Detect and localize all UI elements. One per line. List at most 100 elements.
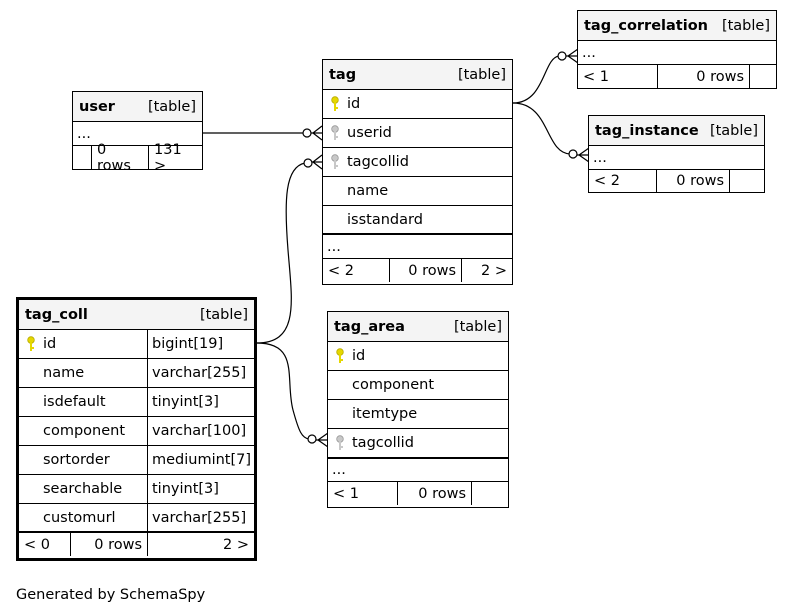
column-name: itemtype bbox=[352, 406, 418, 422]
children-count[interactable]: 2 > bbox=[147, 533, 254, 556]
table-header[interactable]: tag_instance [table] bbox=[589, 116, 764, 146]
table-type: [table] bbox=[721, 17, 770, 34]
connector-crowfoot bbox=[577, 147, 590, 163]
table-header[interactable]: tag [table] bbox=[323, 60, 512, 90]
connector-crowfoot bbox=[311, 125, 323, 141]
foreign-key-icon bbox=[323, 154, 347, 170]
table-tag-correlation[interactable]: tag_correlation [table] ... < 1 0 rows bbox=[577, 10, 777, 89]
row-count: 0 rows bbox=[656, 170, 729, 192]
table-type: [table] bbox=[709, 122, 758, 139]
connector-end-circle bbox=[568, 149, 578, 159]
connector-tag-taginstance bbox=[512, 102, 571, 155]
column-name: userid bbox=[347, 125, 392, 141]
children-count[interactable] bbox=[749, 65, 776, 88]
column-name: id bbox=[352, 348, 366, 364]
column-row[interactable]: name bbox=[323, 177, 512, 206]
primary-key-icon bbox=[19, 336, 43, 352]
column-row[interactable]: searchable tinyint[3] bbox=[19, 475, 254, 504]
table-header[interactable]: tag_coll [table] bbox=[19, 300, 254, 330]
column-row[interactable]: customurl varchar[255] bbox=[19, 504, 254, 533]
column-row[interactable]: id bigint[19] bbox=[19, 330, 254, 359]
table-name: tag_area bbox=[334, 318, 405, 335]
row-count: 0 rows bbox=[91, 142, 148, 174]
column-type: varchar[255] bbox=[152, 365, 247, 381]
column-name: tagcollid bbox=[352, 435, 414, 451]
connector-end-circle bbox=[302, 128, 312, 138]
column-name: component bbox=[352, 377, 435, 393]
column-row[interactable]: isstandard bbox=[323, 206, 512, 235]
column-name: isdefault bbox=[43, 394, 106, 410]
parents-count[interactable] bbox=[73, 146, 91, 169]
column-row[interactable]: name varchar[255] bbox=[19, 359, 254, 388]
table-header[interactable]: tag_correlation [table] bbox=[578, 11, 776, 41]
column-row[interactable]: id bbox=[328, 342, 508, 371]
table-name: tag bbox=[329, 66, 357, 83]
parents-count[interactable]: < 0 bbox=[24, 536, 50, 553]
column-type: bigint[19] bbox=[152, 336, 224, 352]
column-row[interactable]: userid bbox=[323, 119, 512, 148]
row-count: 0 rows bbox=[397, 482, 471, 505]
table-name: tag_coll bbox=[25, 306, 88, 323]
ellipsis-row: ... bbox=[328, 459, 508, 482]
column-name: sortorder bbox=[43, 452, 110, 468]
children-count[interactable] bbox=[471, 482, 508, 505]
children-count[interactable]: 2 > bbox=[461, 259, 512, 282]
primary-key-icon bbox=[328, 348, 352, 364]
table-tag-instance[interactable]: tag_instance [table] ... < 2 0 rows bbox=[588, 115, 765, 193]
column-row[interactable]: tagcollid bbox=[328, 429, 508, 459]
table-type: [table] bbox=[457, 66, 506, 83]
table-user[interactable]: user [table] ... 0 rows 131 > bbox=[72, 91, 203, 174]
connector-crowfoot bbox=[312, 154, 323, 170]
column-name: name bbox=[347, 183, 389, 199]
column-row[interactable]: component varchar[100] bbox=[19, 417, 254, 446]
connector-end-circle bbox=[307, 434, 317, 444]
column-row[interactable]: sortorder mediumint[7] bbox=[19, 446, 254, 475]
parents-count[interactable]: < 1 bbox=[583, 68, 609, 85]
column-name: tagcollid bbox=[347, 154, 409, 170]
table-footer: 0 rows 131 > bbox=[73, 142, 202, 174]
row-count: 0 rows bbox=[70, 533, 147, 556]
column-row[interactable]: isdefault tinyint[3] bbox=[19, 388, 254, 417]
table-tag-area[interactable]: tag_area [table] id component itemtype t… bbox=[327, 311, 509, 508]
children-count[interactable] bbox=[729, 170, 764, 192]
column-type: varchar[255] bbox=[152, 509, 247, 526]
foreign-key-icon bbox=[328, 435, 352, 451]
table-footer: < 2 0 rows 2 > bbox=[323, 259, 512, 282]
table-footer: < 1 0 rows bbox=[578, 65, 776, 88]
connector-end-circle bbox=[557, 51, 567, 61]
column-row[interactable]: id bbox=[323, 90, 512, 119]
column-type: varchar[100] bbox=[152, 423, 247, 439]
column-name: component bbox=[43, 423, 126, 439]
table-tag-coll[interactable]: tag_coll [table] id bigint[19] name varc… bbox=[16, 297, 257, 561]
table-header[interactable]: user [table] bbox=[73, 92, 202, 122]
table-footer: < 2 0 rows bbox=[589, 170, 764, 192]
parents-count[interactable]: < 2 bbox=[328, 262, 354, 279]
parents-count[interactable]: < 1 bbox=[333, 485, 359, 502]
connector-tagcoll-tagarea bbox=[256, 342, 310, 440]
connector-end-circle bbox=[303, 158, 313, 168]
ellipsis-row: ... bbox=[323, 235, 512, 259]
column-name: customurl bbox=[43, 509, 116, 526]
table-footer: < 1 0 rows bbox=[328, 482, 508, 505]
table-name: user bbox=[79, 98, 115, 115]
table-header[interactable]: tag_area [table] bbox=[328, 312, 508, 342]
column-type: mediumint[7] bbox=[152, 452, 252, 468]
column-name: id bbox=[43, 336, 57, 352]
table-type: [table] bbox=[199, 306, 248, 323]
table-type: [table] bbox=[453, 318, 502, 335]
column-name: name bbox=[43, 365, 85, 381]
column-name: isstandard bbox=[347, 211, 423, 228]
table-name: tag_instance bbox=[595, 122, 699, 139]
column-row[interactable]: itemtype bbox=[328, 400, 508, 429]
column-row[interactable]: component bbox=[328, 371, 508, 400]
ellipsis-row: ... bbox=[589, 146, 764, 170]
generated-by-caption: Generated by SchemaSpy bbox=[16, 587, 206, 603]
children-count[interactable]: 131 > bbox=[148, 142, 202, 174]
primary-key-icon bbox=[323, 96, 347, 112]
parents-count[interactable]: < 2 bbox=[594, 173, 620, 189]
row-count: 0 rows bbox=[657, 65, 749, 88]
connector-tagcoll-tag bbox=[256, 162, 306, 344]
table-tag[interactable]: tag [table] id userid tagcollid name iss… bbox=[322, 59, 513, 285]
table-name: tag_correlation bbox=[584, 17, 708, 34]
column-row[interactable]: tagcollid bbox=[323, 148, 512, 177]
